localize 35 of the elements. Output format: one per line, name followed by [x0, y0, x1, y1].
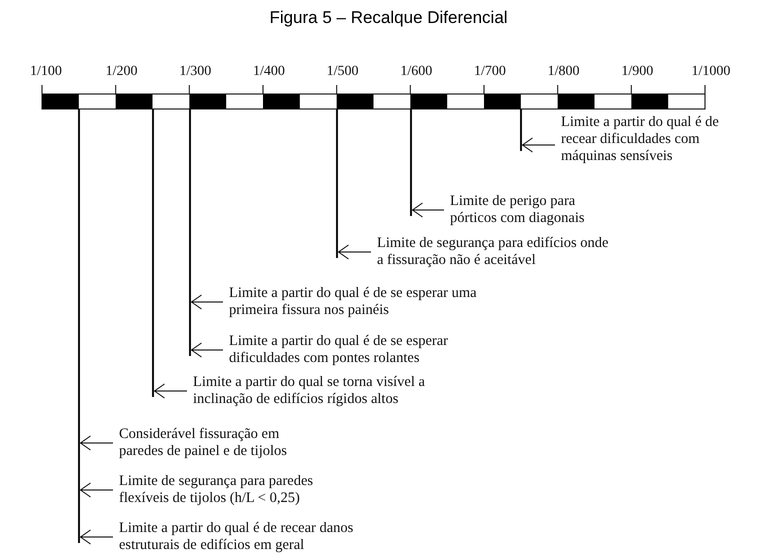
- scale-label: 1/300: [179, 64, 212, 80]
- arrow: [338, 244, 372, 260]
- limit-line: [410, 109, 412, 216]
- annotation-text: Limite a partir do qual é de se esperar dificuldades com pontes rolantes: [229, 333, 494, 367]
- scale-label: 1/500: [326, 64, 359, 80]
- scale-label: 1/800: [548, 64, 580, 80]
- annotation-text: Considerável fissuração em paredes de painel e de tijolos: [119, 426, 309, 460]
- figure-title: Figura 5 – Recalque Diferencial: [268, 8, 509, 28]
- scale-label: 1/200: [106, 64, 138, 80]
- annotation-text: Limite a partir do qual se torna visível a inclinação de edifícios rígidos altos: [193, 374, 473, 408]
- annotation-text: Limite a partir do qual é de recear dificuldades com máquinas sensíveis: [561, 114, 726, 165]
- arrow: [522, 138, 556, 152]
- scale-label: 1/700: [474, 64, 506, 80]
- limit-line: [520, 109, 522, 151]
- arrow: [154, 384, 188, 398]
- annotation-text: Limite a partir do qual é de recear danos estruturais de edifícios em geral: [119, 520, 404, 554]
- limit-line: [152, 109, 154, 397]
- annotation-text: Limite de segurança para edifícios onde a fissuração não é aceitável: [377, 235, 617, 269]
- arrow: [191, 294, 224, 310]
- annotation-text: Limite de perigo para pórticos com diagonais: [450, 193, 600, 227]
- scale-label: 1/100: [30, 64, 62, 80]
- arrow: [80, 482, 114, 498]
- scale-label: 1/900: [621, 64, 654, 80]
- arrow: [412, 202, 444, 218]
- scale-label: 1/600: [400, 64, 432, 80]
- limit-line: [189, 109, 190, 356]
- arrow: [80, 530, 114, 544]
- annotation-text: Limite a partir do qual é de se esperar uma primeira fissura nos painéis: [229, 285, 494, 319]
- limit-line: [336, 109, 338, 258]
- arrow: [80, 436, 114, 450]
- scale-label: 1/1000: [692, 64, 730, 80]
- limit-line: [78, 109, 80, 543]
- arrow: [191, 342, 224, 358]
- annotation-text: Limite de segurança para paredes flexíveis de tijolos (h/L < 0,25): [119, 473, 334, 507]
- scale-label: 1/400: [253, 64, 285, 80]
